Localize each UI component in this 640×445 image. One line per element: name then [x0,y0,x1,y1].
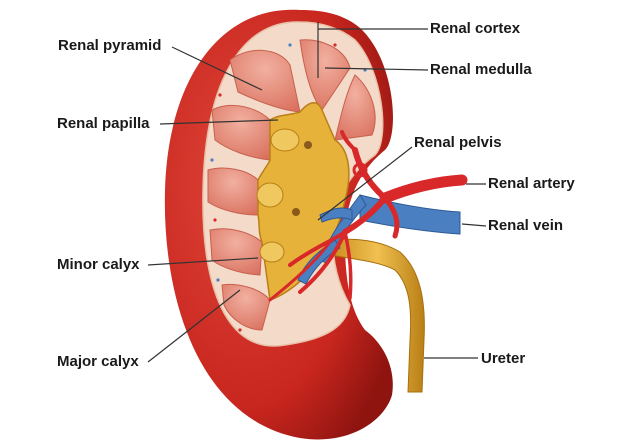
ureter-tube [329,238,425,393]
label-renal-artery: Renal artery [488,175,575,192]
label-renal-cortex: Renal cortex [430,20,521,37]
leader-lines [147,22,487,363]
renal-artery-vessel [268,130,468,302]
label-renal-papilla: Renal papilla [57,115,150,132]
label-renal-medulla: Renal medulla [430,61,532,78]
label-renal-pyramid: Renal pyramid [58,37,162,54]
artery-loop [352,162,368,178]
minor-calyces [256,128,300,263]
pelvis-opening [292,208,300,216]
label-major-calyx: Major calyx [57,353,139,370]
renal-pyramids [207,39,376,331]
pelvis-opening [304,141,312,149]
label-renal-vein: Renal vein [488,217,564,234]
label-minor-calyx: Minor calyx [57,256,140,273]
renal-vein-vessel [297,194,461,285]
label-ureter: Ureter [481,350,526,367]
label-renal-pelvis: Renal pelvis [414,134,502,151]
